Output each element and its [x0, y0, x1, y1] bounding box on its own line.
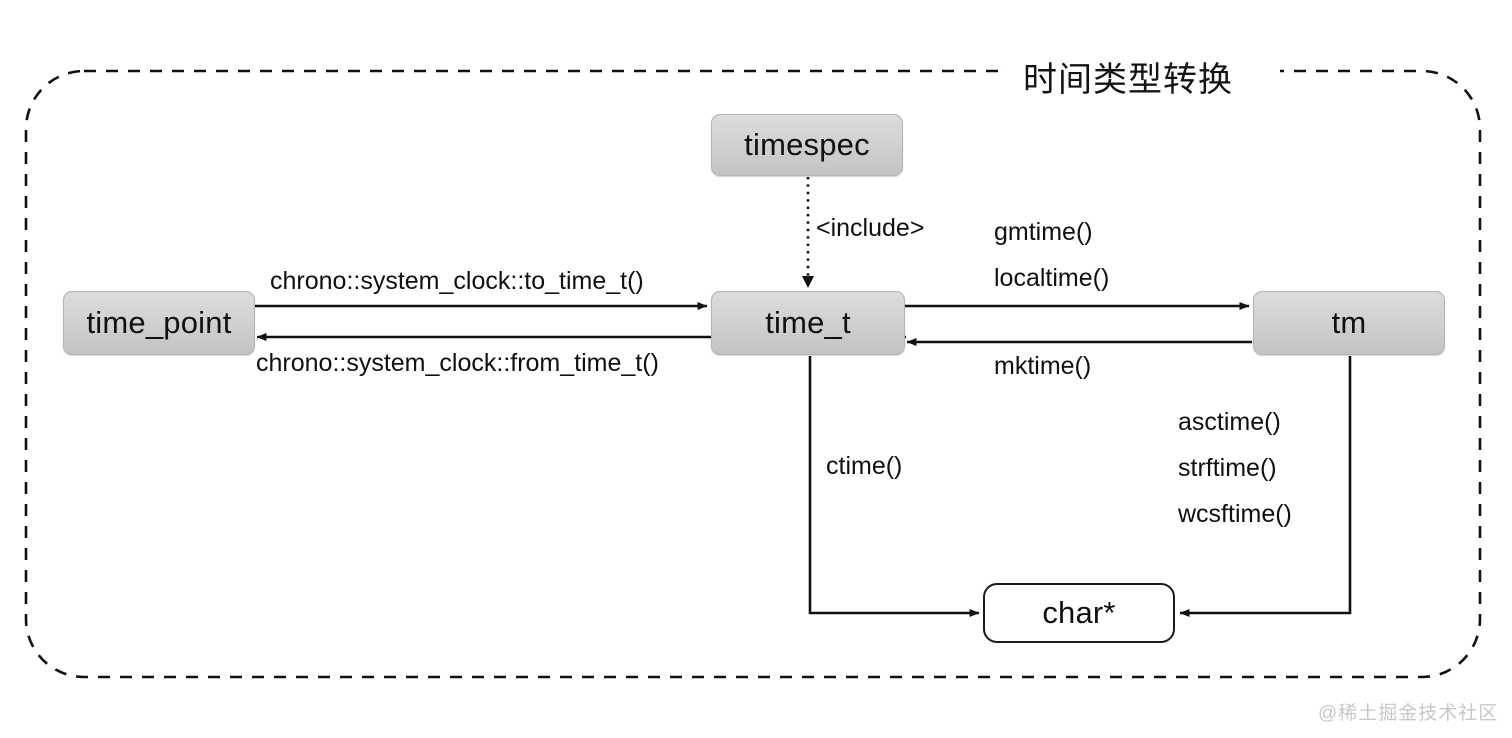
edge-label-to-time-t: chrono::system_clock::to_time_t() [270, 267, 644, 295]
edge-label-include: <include> [816, 214, 925, 242]
node-time-point[interactable]: time_point [63, 291, 255, 355]
node-tm-label: tm [1331, 305, 1367, 340]
edge-label-from-time-t: chrono::system_clock::from_time_t() [256, 349, 659, 377]
edge-label-gmtime: gmtime() [994, 218, 1093, 246]
diagram-title: 时间类型转换 [1023, 61, 1233, 99]
watermark: @稀土掘金技术社区 [1318, 703, 1499, 724]
node-time-t[interactable]: time_t [711, 291, 905, 355]
node-time-t-label: time_t [765, 305, 851, 340]
node-char-pointer[interactable]: char* [983, 583, 1175, 643]
edge-label-localtime: localtime() [994, 264, 1110, 292]
edge-label-wcsftime: wcsftime() [1178, 500, 1292, 528]
node-tm[interactable]: tm [1253, 291, 1445, 355]
edge-label-strftime: strftime() [1178, 454, 1277, 482]
node-time-point-label: time_point [86, 305, 232, 340]
edge-label-ctime: ctime() [826, 452, 903, 480]
title-background-mask [1008, 50, 1280, 92]
node-timespec[interactable]: timespec [711, 114, 903, 176]
node-timespec-label: timespec [744, 127, 870, 162]
edge-label-mktime: mktime() [994, 352, 1092, 380]
edge-label-asctime: asctime() [1178, 408, 1281, 436]
edge-time_t-to-charp [808, 356, 980, 617]
node-char-pointer-label: char* [1042, 595, 1116, 630]
